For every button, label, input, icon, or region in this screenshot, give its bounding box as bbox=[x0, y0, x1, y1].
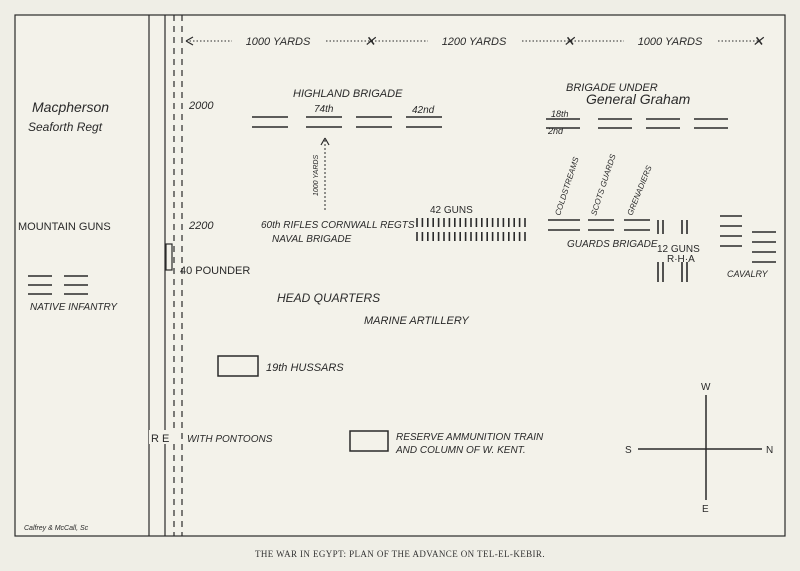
hussars-box bbox=[217, 355, 259, 377]
label-brigade-under: BRIGADE UNDER bbox=[566, 82, 658, 94]
compass-w: W bbox=[701, 382, 711, 393]
highland-brigade-marks bbox=[252, 116, 442, 128]
label-19th-hussars: 19th HUSSARS bbox=[266, 362, 344, 374]
grid-label-2200: 2200 bbox=[188, 220, 214, 232]
label-marine-artillery: MARINE ARTILLERY bbox=[364, 315, 469, 327]
label-40-pounder: 40 POUNDER bbox=[180, 265, 250, 277]
label-seaforth: Seaforth Regt bbox=[28, 120, 103, 134]
label-42-guns: 42 GUNS bbox=[430, 205, 473, 216]
graham-brigade-marks bbox=[546, 118, 728, 129]
label-macpherson: Macpherson bbox=[32, 99, 109, 115]
guards-brigade-marks bbox=[548, 219, 650, 231]
arrow-left-icon bbox=[185, 36, 194, 46]
label-42nd: 42nd bbox=[412, 105, 435, 116]
label-re: R E bbox=[151, 433, 169, 445]
compass-e: E bbox=[702, 504, 709, 515]
label-mountain-guns: MOUNTAIN GUNS bbox=[18, 221, 111, 233]
label-guards-brigade: GUARDS BRIGADE bbox=[567, 239, 658, 250]
grid-label-2000: 2000 bbox=[188, 100, 214, 112]
cross-marker-3: ✕ bbox=[752, 33, 765, 49]
distance-1: 1000 YARDS bbox=[246, 36, 311, 48]
cross-marker-1: ✕ bbox=[364, 33, 377, 49]
label-60th-rifles: 60th RIFLES CORNWALL REGTS bbox=[261, 220, 415, 231]
label-naval-brigade: NAVAL BRIGADE bbox=[272, 234, 352, 245]
label-highland-brigade: HIGHLAND BRIGADE bbox=[293, 88, 403, 100]
label-general-graham: General Graham bbox=[586, 91, 691, 107]
label-12-guns: 12 GUNS bbox=[657, 244, 700, 255]
caption: THE WAR IN EGYPT: PLAN OF THE ADVANCE ON… bbox=[255, 549, 545, 559]
label-18th: 18th bbox=[551, 109, 569, 119]
guns-42-marks bbox=[416, 218, 526, 241]
label-head-quarters: HEAD QUARTERS bbox=[277, 291, 380, 305]
reserve-box bbox=[349, 430, 389, 452]
cross-marker-2: ✕ bbox=[563, 33, 576, 49]
distance-2: 1200 YARDS bbox=[442, 36, 507, 48]
label-74th: 74th bbox=[314, 104, 334, 115]
label-native-infantry: NATIVE INFANTRY bbox=[30, 302, 118, 313]
cavalry-marks bbox=[720, 215, 776, 263]
label-column-w-kent: AND COLUMN OF W. KENT. bbox=[395, 445, 526, 456]
label-rha: R·H·A bbox=[667, 254, 695, 265]
native-infantry-marks bbox=[28, 275, 88, 295]
label-with-pontoons: WITH PONTOONS bbox=[187, 434, 273, 445]
compass-n: N bbox=[766, 445, 773, 456]
compass-rose: W E S N bbox=[625, 382, 773, 515]
label-cavalry: CAVALRY bbox=[727, 269, 769, 279]
distance-3: 1000 YARDS bbox=[638, 36, 703, 48]
arrow-up-icon bbox=[320, 137, 330, 146]
engraver-credit: Calfrey & McCall, Sc bbox=[24, 525, 89, 532]
forty-pounder-wagon bbox=[165, 243, 173, 271]
label-2nd: 2nd bbox=[547, 126, 564, 136]
label-1000-yards-vertical: 1000 YARDS bbox=[313, 155, 320, 196]
label-reserve-ammunition: RESERVE AMMUNITION TRAIN bbox=[396, 432, 544, 443]
guns-12-marks bbox=[657, 220, 688, 282]
compass-s: S bbox=[625, 445, 632, 456]
